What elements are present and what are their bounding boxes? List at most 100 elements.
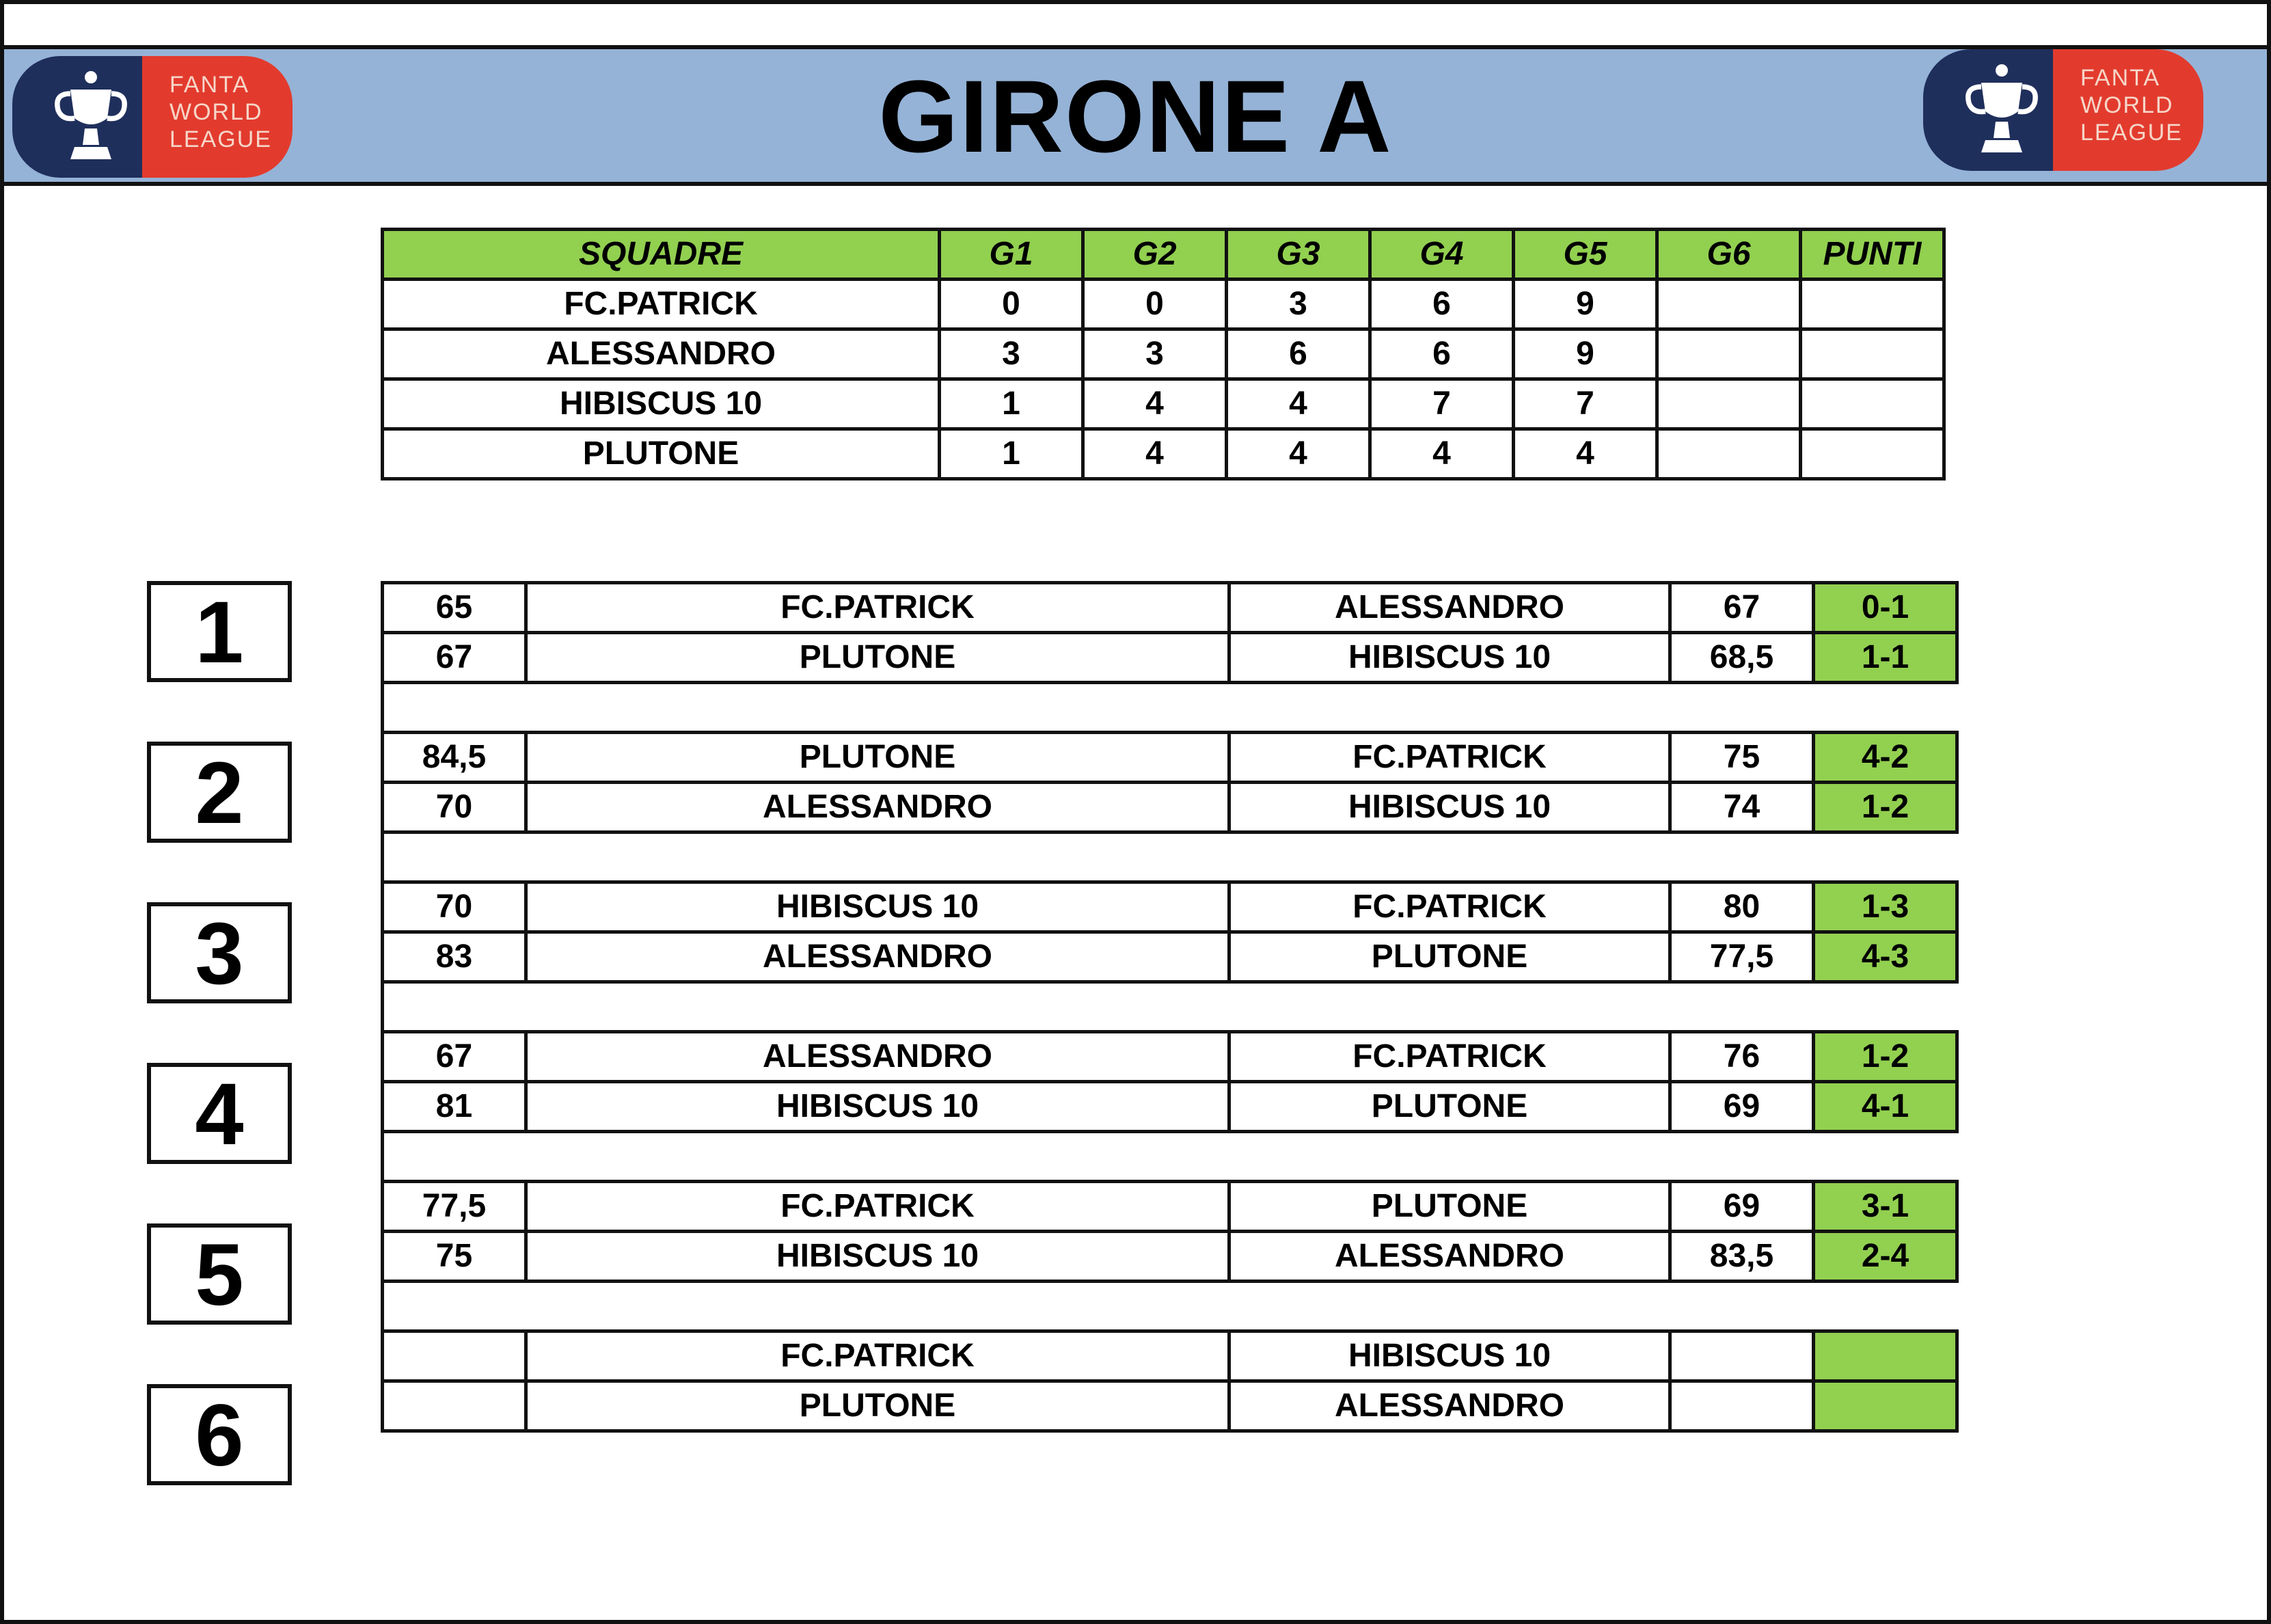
round-spacer — [381, 1281, 1957, 1331]
match-row: 75 HIBISCUS 10 ALESSANDRO 83,5 2-4 — [381, 1230, 1959, 1283]
away-team: PLUTONE — [1227, 1080, 1672, 1133]
col-header-g3: G3 — [1225, 228, 1372, 281]
cell-punti — [1799, 278, 1946, 331]
standings-row: HIBISCUS 10 1 4 4 7 7 — [381, 377, 1946, 431]
round-number-3: 3 — [147, 902, 292, 1003]
home-score: 70 — [381, 880, 528, 934]
page-header: FANTA WORLD LEAGUE GIRONE A FANTA WORLD … — [4, 45, 2267, 186]
cell-g2: 4 — [1081, 427, 1228, 481]
cell-punti — [1799, 377, 1946, 431]
round-spacer — [381, 682, 1957, 733]
away-score — [1668, 1379, 1815, 1433]
cell-g3: 4 — [1225, 377, 1372, 431]
round-number-4: 4 — [147, 1063, 292, 1164]
team-name: HIBISCUS 10 — [381, 377, 941, 431]
home-team: HIBISCUS 10 — [524, 1230, 1231, 1283]
away-team: HIBISCUS 10 — [1227, 631, 1672, 684]
col-header-g2: G2 — [1081, 228, 1228, 281]
home-team: FC.PATRICK — [524, 581, 1231, 634]
col-header-squadre: SQUADRE — [381, 228, 941, 281]
team-name: FC.PATRICK — [381, 278, 941, 331]
match-result: 1-2 — [1812, 781, 1959, 834]
match-result: 4-3 — [1812, 930, 1959, 984]
team-name: PLUTONE — [381, 427, 941, 481]
cell-g6 — [1655, 327, 1802, 381]
away-team: FC.PATRICK — [1227, 1030, 1672, 1083]
away-score: 74 — [1668, 781, 1815, 834]
round-spacer — [381, 982, 1957, 1032]
match-result: 4-2 — [1812, 731, 1959, 784]
away-score — [1668, 1329, 1815, 1383]
match-row: PLUTONE ALESSANDRO — [381, 1379, 1959, 1433]
home-score — [381, 1329, 528, 1383]
cell-g5: 9 — [1512, 278, 1659, 331]
away-score: 83,5 — [1668, 1230, 1815, 1283]
logo-text-line1: FANTA — [2080, 65, 2161, 91]
away-team: ALESSANDRO — [1227, 1379, 1672, 1433]
standings-header-row: SQUADRE G1 G2 G3 G4 G5 G6 PUNTI — [381, 228, 1946, 281]
home-score: 70 — [381, 781, 528, 834]
home-score: 77,5 — [381, 1180, 528, 1233]
away-score: 77,5 — [1668, 930, 1815, 984]
home-score: 67 — [381, 1030, 528, 1083]
match-result: 3-1 — [1812, 1180, 1959, 1233]
round-spacer — [381, 1131, 1957, 1182]
standings-row: ALESSANDRO 3 3 6 6 9 — [381, 327, 1946, 381]
match-row: 67 PLUTONE HIBISCUS 10 68,5 1-1 — [381, 631, 1959, 684]
match-result: 0-1 — [1812, 581, 1959, 634]
away-score: 69 — [1668, 1180, 1815, 1233]
home-score: 65 — [381, 581, 528, 634]
cell-g3: 4 — [1225, 427, 1372, 481]
league-logo-right: FANTA WORLD LEAGUE — [1923, 49, 2203, 171]
cell-g1: 3 — [938, 327, 1085, 381]
match-result: 4-1 — [1812, 1080, 1959, 1133]
away-team: HIBISCUS 10 — [1227, 1329, 1672, 1383]
away-team: HIBISCUS 10 — [1227, 781, 1672, 834]
standings-table: SQUADRE G1 G2 G3 G4 G5 G6 PUNTI FC.PATRI… — [381, 228, 1946, 481]
home-team: ALESSANDRO — [524, 1030, 1231, 1083]
away-score: 67 — [1668, 581, 1815, 634]
away-team: ALESSANDRO — [1227, 1230, 1672, 1283]
logo-text-line3: LEAGUE — [169, 126, 272, 152]
round-number-1: 1 — [147, 581, 292, 682]
cell-punti — [1799, 427, 1946, 481]
cell-g4: 7 — [1368, 377, 1515, 431]
match-row: 81 HIBISCUS 10 PLUTONE 69 4-1 — [381, 1080, 1959, 1133]
standings-row: FC.PATRICK 0 0 3 6 9 — [381, 278, 1946, 331]
round-spacer — [381, 832, 1957, 882]
home-team: ALESSANDRO — [524, 781, 1231, 834]
matches-table: 65 FC.PATRICK ALESSANDRO 67 0-1 67 PLUTO… — [381, 581, 1959, 1433]
home-team: FC.PATRICK — [524, 1329, 1231, 1383]
round-number-5: 5 — [147, 1223, 292, 1325]
logo-text-line2: WORLD — [2080, 92, 2174, 118]
home-score: 84,5 — [381, 731, 528, 784]
team-name: ALESSANDRO — [381, 327, 941, 381]
home-team: ALESSANDRO — [524, 930, 1231, 984]
home-score: 75 — [381, 1230, 528, 1283]
home-score — [381, 1379, 528, 1433]
round-number-2: 2 — [147, 742, 292, 843]
away-score: 75 — [1668, 731, 1815, 784]
cell-punti — [1799, 327, 1946, 381]
col-header-g5: G5 — [1512, 228, 1659, 281]
match-row: 83 ALESSANDRO PLUTONE 77,5 4-3 — [381, 930, 1959, 984]
col-header-punti: PUNTI — [1799, 228, 1946, 281]
match-result — [1812, 1329, 1959, 1383]
home-score: 67 — [381, 631, 528, 684]
match-result: 1-3 — [1812, 880, 1959, 934]
home-score: 83 — [381, 930, 528, 984]
match-result — [1812, 1379, 1959, 1433]
page-title: GIRONE A — [878, 59, 1393, 174]
cell-g3: 6 — [1225, 327, 1372, 381]
away-score: 76 — [1668, 1030, 1815, 1083]
cell-g6 — [1655, 377, 1802, 431]
cell-g5: 4 — [1512, 427, 1659, 481]
cell-g1: 0 — [938, 278, 1085, 331]
logo-text-line2: WORLD — [169, 99, 263, 125]
match-row: 65 FC.PATRICK ALESSANDRO 67 0-1 — [381, 581, 1959, 634]
home-team: PLUTONE — [524, 1379, 1231, 1433]
away-team: ALESSANDRO — [1227, 581, 1672, 634]
logo-text-line1: FANTA — [169, 72, 250, 98]
away-team: PLUTONE — [1227, 1180, 1672, 1233]
away-team: PLUTONE — [1227, 930, 1672, 984]
